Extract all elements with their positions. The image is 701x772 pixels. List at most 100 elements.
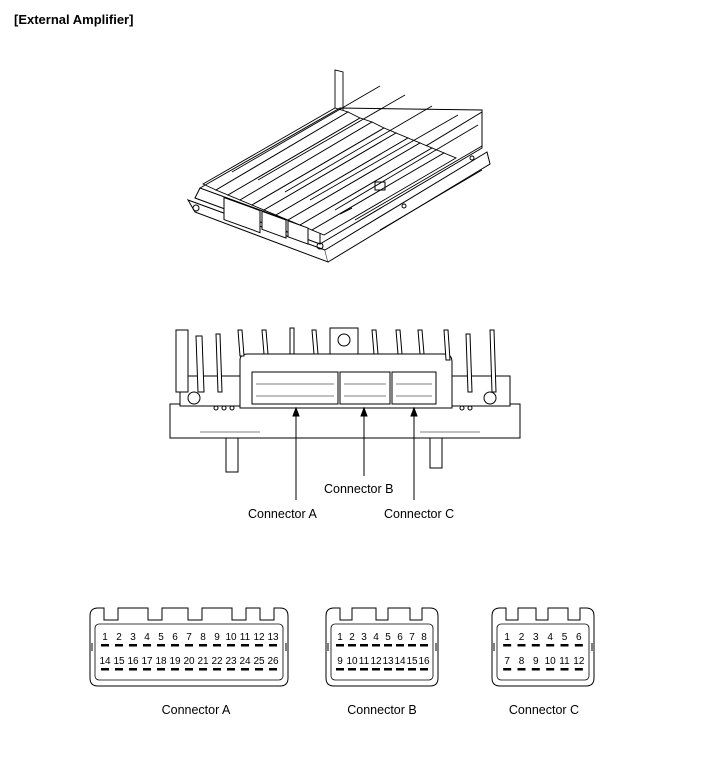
pin-number: 19	[169, 656, 181, 667]
pin-number: 4	[547, 632, 553, 643]
pin-slot	[199, 668, 207, 671]
pin-number: 2	[116, 632, 122, 643]
pin-number: 2	[519, 632, 525, 643]
pin-slot	[574, 668, 583, 671]
pin-number: 13	[267, 632, 279, 643]
pin-number: 11	[240, 632, 251, 643]
pin-slot	[143, 644, 151, 647]
pin-number: 3	[130, 632, 136, 643]
pin-number: 1	[504, 632, 510, 643]
pin-slot	[360, 644, 368, 647]
pin-number: 5	[562, 632, 568, 643]
pin-number: 5	[385, 632, 391, 643]
pin-slot	[213, 644, 221, 647]
pin-number: 24	[239, 656, 251, 667]
connector-c-housing	[491, 607, 595, 687]
pin-number: 3	[361, 632, 367, 643]
pin-number: 6	[172, 632, 178, 643]
pin-slot	[546, 644, 555, 647]
pin-slot	[129, 668, 137, 671]
pin-number: 9	[214, 632, 220, 643]
pin-slot	[408, 668, 416, 671]
pin-number: 14	[99, 656, 111, 667]
page-title: [External Amplifier]	[14, 12, 134, 27]
pin-number: 23	[225, 656, 237, 667]
pin-slot	[384, 668, 392, 671]
connector-b-inner-outline	[330, 623, 434, 681]
pin-number: 26	[267, 656, 279, 667]
pin-slot	[213, 668, 221, 671]
pin-slot	[101, 644, 109, 647]
amplifier-front-view-illustration	[169, 327, 521, 473]
pin-number: 8	[519, 656, 525, 667]
pin-slot	[241, 668, 249, 671]
pin-number: 8	[421, 632, 427, 643]
pin-number: 2	[349, 632, 355, 643]
callout-arrow-a	[292, 406, 300, 417]
pin-slot	[227, 644, 235, 647]
pin-slot	[531, 644, 540, 647]
pin-slot	[503, 668, 512, 671]
pin-slot	[531, 668, 540, 671]
pin-slot	[143, 668, 151, 671]
callout-arrow-b	[360, 406, 368, 417]
pin-slot	[546, 668, 555, 671]
connector-a-label: Connector A	[162, 703, 231, 717]
connector-a-housing	[89, 607, 289, 687]
connector-a-inner-outline	[94, 623, 284, 681]
pin-slot	[396, 668, 404, 671]
pin-number: 11	[559, 656, 570, 667]
pin-number: 17	[141, 656, 153, 667]
callout-label-c: Connector C	[384, 507, 454, 521]
pin-slot	[372, 644, 380, 647]
pin-slot	[560, 668, 569, 671]
pin-number: 16	[418, 656, 430, 667]
pin-slot	[336, 668, 344, 671]
pin-number: 10	[545, 656, 557, 667]
pin-number: 16	[127, 656, 139, 667]
pin-number: 10	[346, 656, 358, 667]
pin-number: 6	[576, 632, 582, 643]
pin-number: 5	[158, 632, 164, 643]
connector-c-label: Connector C	[509, 703, 579, 717]
pin-slot	[227, 668, 235, 671]
callout-label-b: Connector B	[324, 482, 393, 496]
callout-lines	[292, 406, 418, 500]
pin-slot	[157, 644, 165, 647]
pin-number: 4	[144, 632, 150, 643]
pin-number: 1	[102, 632, 108, 643]
pin-number: 6	[397, 632, 403, 643]
pin-slot	[129, 644, 137, 647]
pin-slot	[372, 668, 380, 671]
connector-b-housing	[325, 607, 439, 687]
pin-number: 7	[186, 632, 192, 643]
pin-slot	[171, 644, 179, 647]
pin-slot	[503, 644, 512, 647]
pin-number: 8	[200, 632, 206, 643]
pin-slot	[255, 644, 263, 647]
amplifier-isometric-illustration	[186, 69, 491, 263]
pin-number: 22	[211, 656, 223, 667]
pin-number: 11	[359, 656, 370, 667]
pin-number: 1	[337, 632, 343, 643]
pin-number: 9	[533, 656, 539, 667]
pin-slot	[269, 668, 277, 671]
pin-slot	[574, 644, 583, 647]
pin-number: 18	[155, 656, 167, 667]
pin-slot	[420, 644, 428, 647]
pin-slot	[269, 644, 277, 647]
pin-number: 12	[370, 656, 382, 667]
pin-slot	[185, 644, 193, 647]
pin-slot	[157, 668, 165, 671]
pin-number: 13	[382, 656, 394, 667]
connector-c-inner-outline	[496, 623, 590, 681]
pin-slot	[255, 668, 263, 671]
pin-number: 21	[197, 656, 209, 667]
pin-slot	[348, 668, 356, 671]
pin-number: 15	[406, 656, 418, 667]
pin-slot	[348, 644, 356, 647]
